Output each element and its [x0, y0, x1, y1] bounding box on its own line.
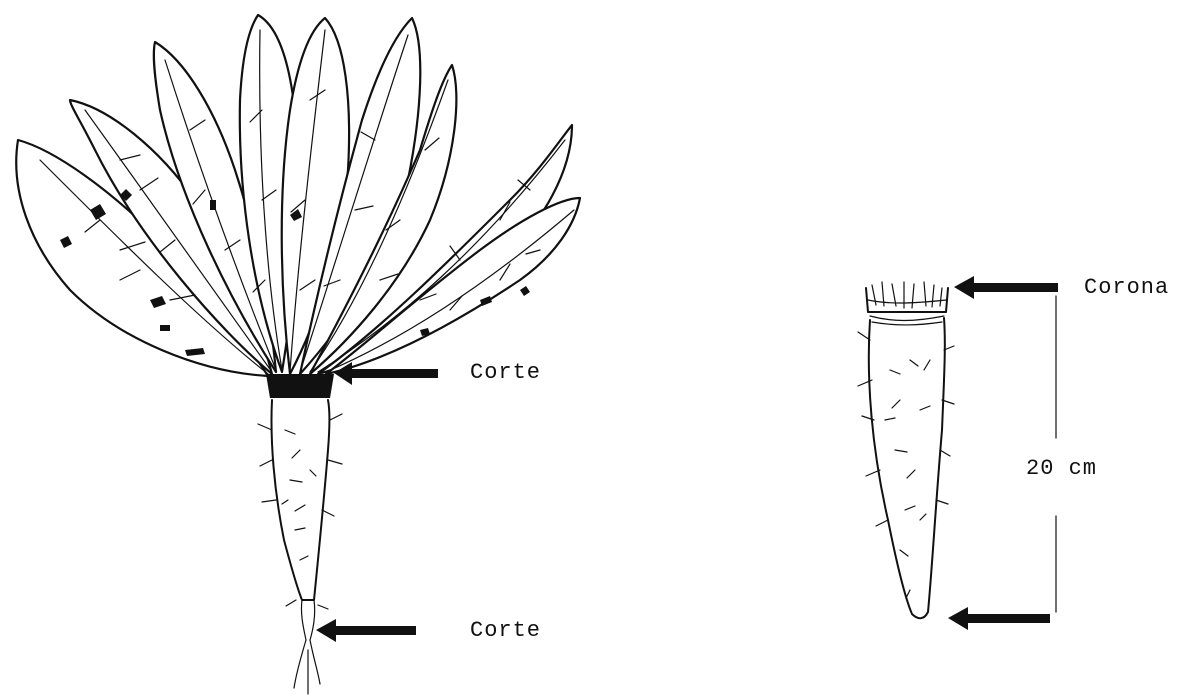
- plant-leaves: [16, 15, 580, 376]
- cut-top-label: Corte: [470, 360, 541, 385]
- arrow-root-tip: [948, 607, 1050, 630]
- root-crown: [866, 282, 948, 325]
- trimmed-root: [858, 276, 1058, 630]
- length-label: 20 cm: [1026, 456, 1097, 481]
- whole-plant: [16, 15, 580, 694]
- plant-taproot: [258, 400, 342, 694]
- arrow-cut-bottom: [316, 619, 416, 642]
- root-body: [869, 318, 945, 618]
- plant-crown-band: [266, 374, 334, 398]
- cut-bottom-label: Corte: [470, 618, 541, 643]
- arrow-crown: [954, 276, 1058, 299]
- crown-label: Corona: [1084, 275, 1169, 300]
- arrow-cut-top: [334, 362, 438, 385]
